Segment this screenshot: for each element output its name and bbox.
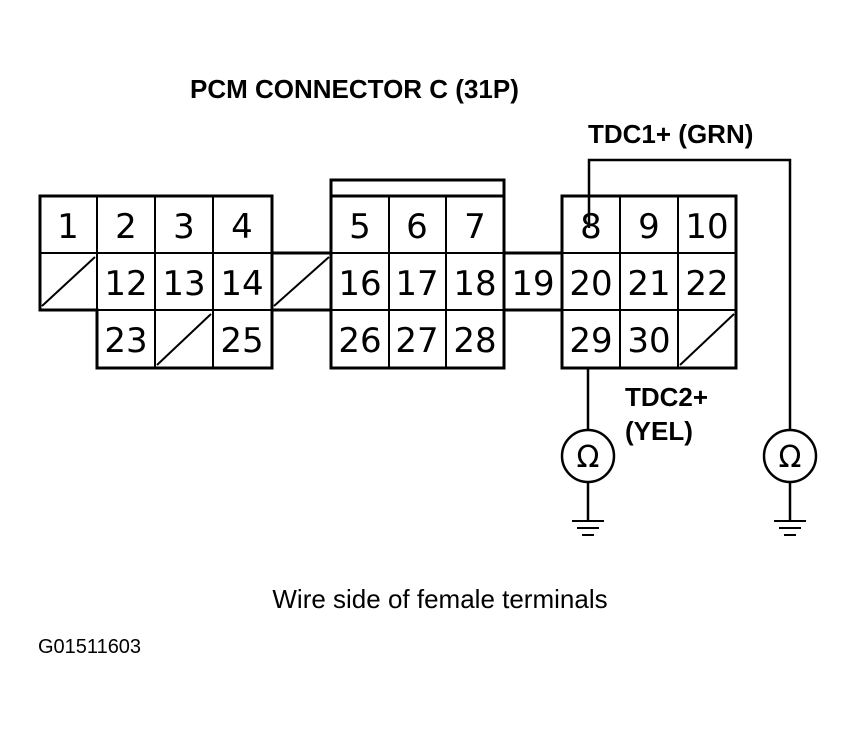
pin-9: 9 bbox=[638, 207, 660, 247]
pin-6: 6 bbox=[406, 207, 428, 247]
pin-numbers: 1 2 3 4 5 6 7 8 9 10 12 13 14 16 17 18 1… bbox=[57, 207, 728, 361]
pin-4: 4 bbox=[231, 207, 253, 247]
ohmmeter-right: Ω bbox=[762, 428, 818, 536]
ground-icon bbox=[572, 520, 604, 536]
pin-3: 3 bbox=[173, 207, 195, 247]
pin-18: 18 bbox=[453, 264, 496, 304]
pin-10: 10 bbox=[685, 207, 728, 247]
pin-19: 19 bbox=[511, 264, 554, 304]
pin-21: 21 bbox=[627, 264, 670, 304]
pin-22: 22 bbox=[685, 264, 728, 304]
pin-17: 17 bbox=[395, 264, 438, 304]
pin-26: 26 bbox=[338, 321, 381, 361]
tdc2-label: TDC2+ bbox=[625, 382, 708, 412]
pin-8: 8 bbox=[580, 207, 602, 247]
pin-29: 29 bbox=[569, 321, 612, 361]
connector-grid bbox=[40, 196, 736, 368]
pin-16: 16 bbox=[338, 264, 381, 304]
pin-25: 25 bbox=[220, 321, 263, 361]
tdc1-label: TDC1+ (GRN) bbox=[588, 119, 753, 149]
pin-14: 14 bbox=[220, 264, 263, 304]
ground-icon bbox=[774, 520, 806, 536]
pin-20: 20 bbox=[569, 264, 612, 304]
pin-12: 12 bbox=[104, 264, 147, 304]
pin-27: 27 bbox=[395, 321, 438, 361]
ohmmeter-left: Ω bbox=[560, 428, 616, 536]
pin-28: 28 bbox=[453, 321, 496, 361]
tdc2-color-label: (YEL) bbox=[625, 416, 693, 446]
ohm-icon: Ω bbox=[577, 440, 600, 475]
pin-1: 1 bbox=[57, 207, 79, 247]
figure-code: G01511603 bbox=[38, 636, 141, 658]
pin-5: 5 bbox=[349, 207, 371, 247]
tdc1-probe-wire bbox=[587, 158, 792, 430]
pin-7: 7 bbox=[464, 207, 486, 247]
connector-title: PCM CONNECTOR C (31P) bbox=[190, 74, 519, 104]
pin-23: 23 bbox=[104, 321, 147, 361]
diagram-caption: Wire side of female terminals bbox=[272, 584, 607, 614]
pin-13: 13 bbox=[162, 264, 205, 304]
ohm-icon: Ω bbox=[779, 440, 802, 475]
pin-30: 30 bbox=[627, 321, 670, 361]
empty-cell-slashes bbox=[41, 256, 735, 366]
pin-2: 2 bbox=[115, 207, 137, 247]
